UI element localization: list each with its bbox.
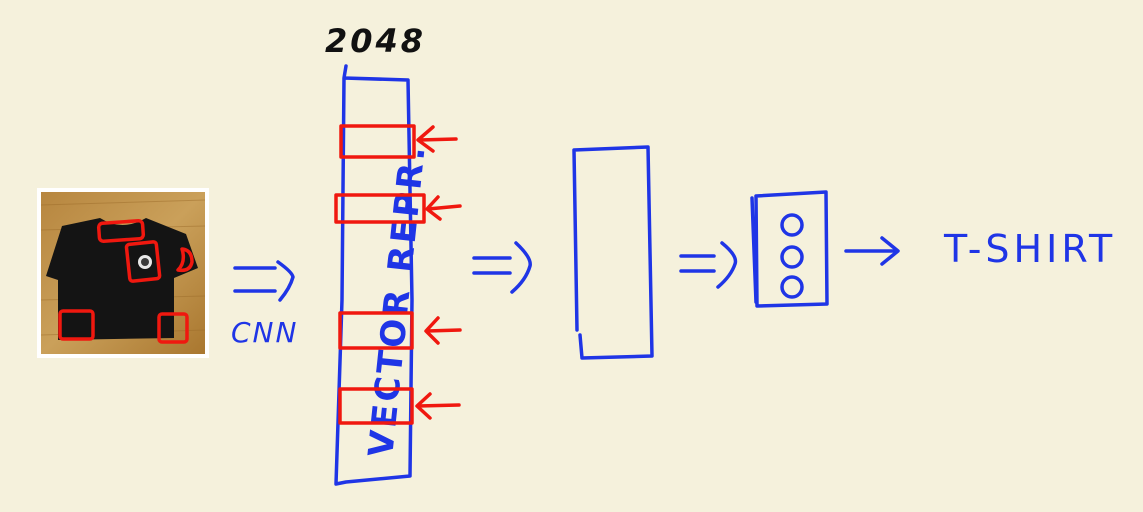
attention-arrows — [415, 125, 462, 420]
vector-region-4 — [338, 387, 414, 425]
double-arrow-icon — [472, 241, 532, 294]
vector-region-2 — [334, 193, 426, 224]
attention-box-hem-left — [58, 309, 95, 341]
feature-size-label: 2048 — [325, 22, 426, 60]
double-arrow-icon — [233, 260, 295, 302]
right-arrow-icon — [844, 236, 900, 266]
output-neuron — [780, 275, 804, 299]
attention-box-hem-right — [157, 312, 189, 344]
attention-box-collar — [96, 219, 146, 243]
t-shirt-photo — [37, 188, 209, 358]
vector-region-1 — [339, 124, 416, 159]
left-arrow-icon — [425, 195, 462, 221]
left-arrow-icon — [424, 316, 462, 345]
left-arrow-icon — [415, 392, 461, 420]
attention-box-logo — [124, 240, 162, 283]
output-neuron — [780, 245, 804, 269]
output-label: T-SHIRT — [943, 227, 1116, 271]
left-arrow-icon — [416, 125, 458, 153]
vector-attention-regions — [334, 124, 426, 425]
attention-box-sleeve — [176, 247, 194, 273]
extractor-label: CNN — [231, 316, 298, 349]
double-arrow-icon — [679, 241, 738, 289]
output-layer-box — [754, 190, 829, 308]
output-layer — [750, 190, 829, 308]
photo-attention-boxes — [58, 219, 194, 344]
vector-region-3 — [338, 311, 414, 350]
hidden-layer-box — [572, 145, 654, 360]
vector-column — [334, 64, 414, 486]
output-neuron — [780, 213, 804, 237]
